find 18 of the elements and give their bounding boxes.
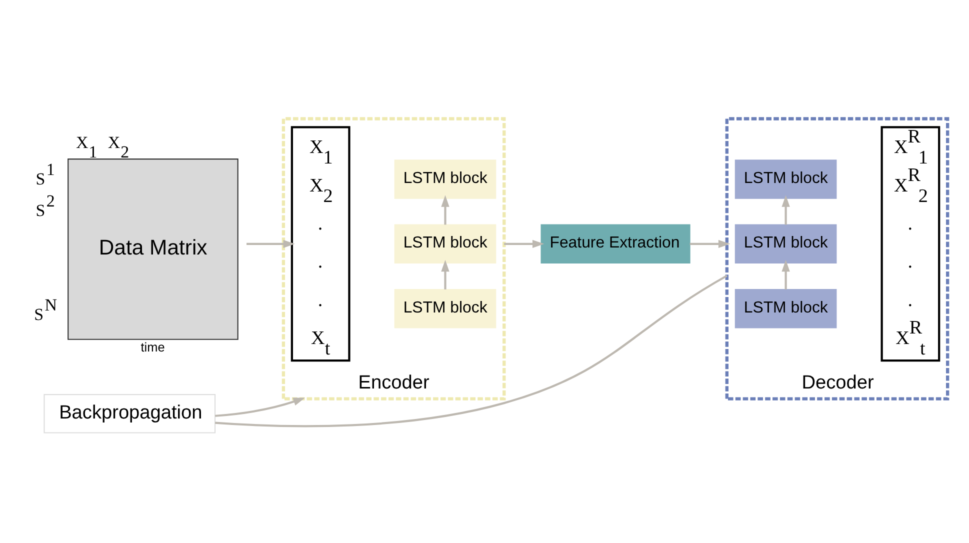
node-box: LSTM block: [394, 160, 496, 199]
arrow: [782, 260, 790, 290]
arrow: [215, 398, 305, 417]
node-box: LSTM block: [394, 289, 496, 328]
node-box: LSTM block: [734, 289, 837, 328]
node-box: Backpropagation: [44, 394, 216, 434]
arrow: [782, 195, 790, 225]
node-box: LSTM block: [734, 224, 837, 264]
arrow: [441, 195, 450, 225]
node-box: LSTM block: [394, 224, 496, 264]
connector: [215, 274, 728, 428]
arrow: [690, 240, 730, 248]
arrow: [441, 260, 450, 290]
node-box: LSTM block: [734, 160, 837, 199]
arrow: [246, 240, 295, 248]
arrow: [504, 240, 544, 248]
node-label: time: [140, 340, 165, 355]
node-box: Feature Extraction: [540, 224, 690, 264]
